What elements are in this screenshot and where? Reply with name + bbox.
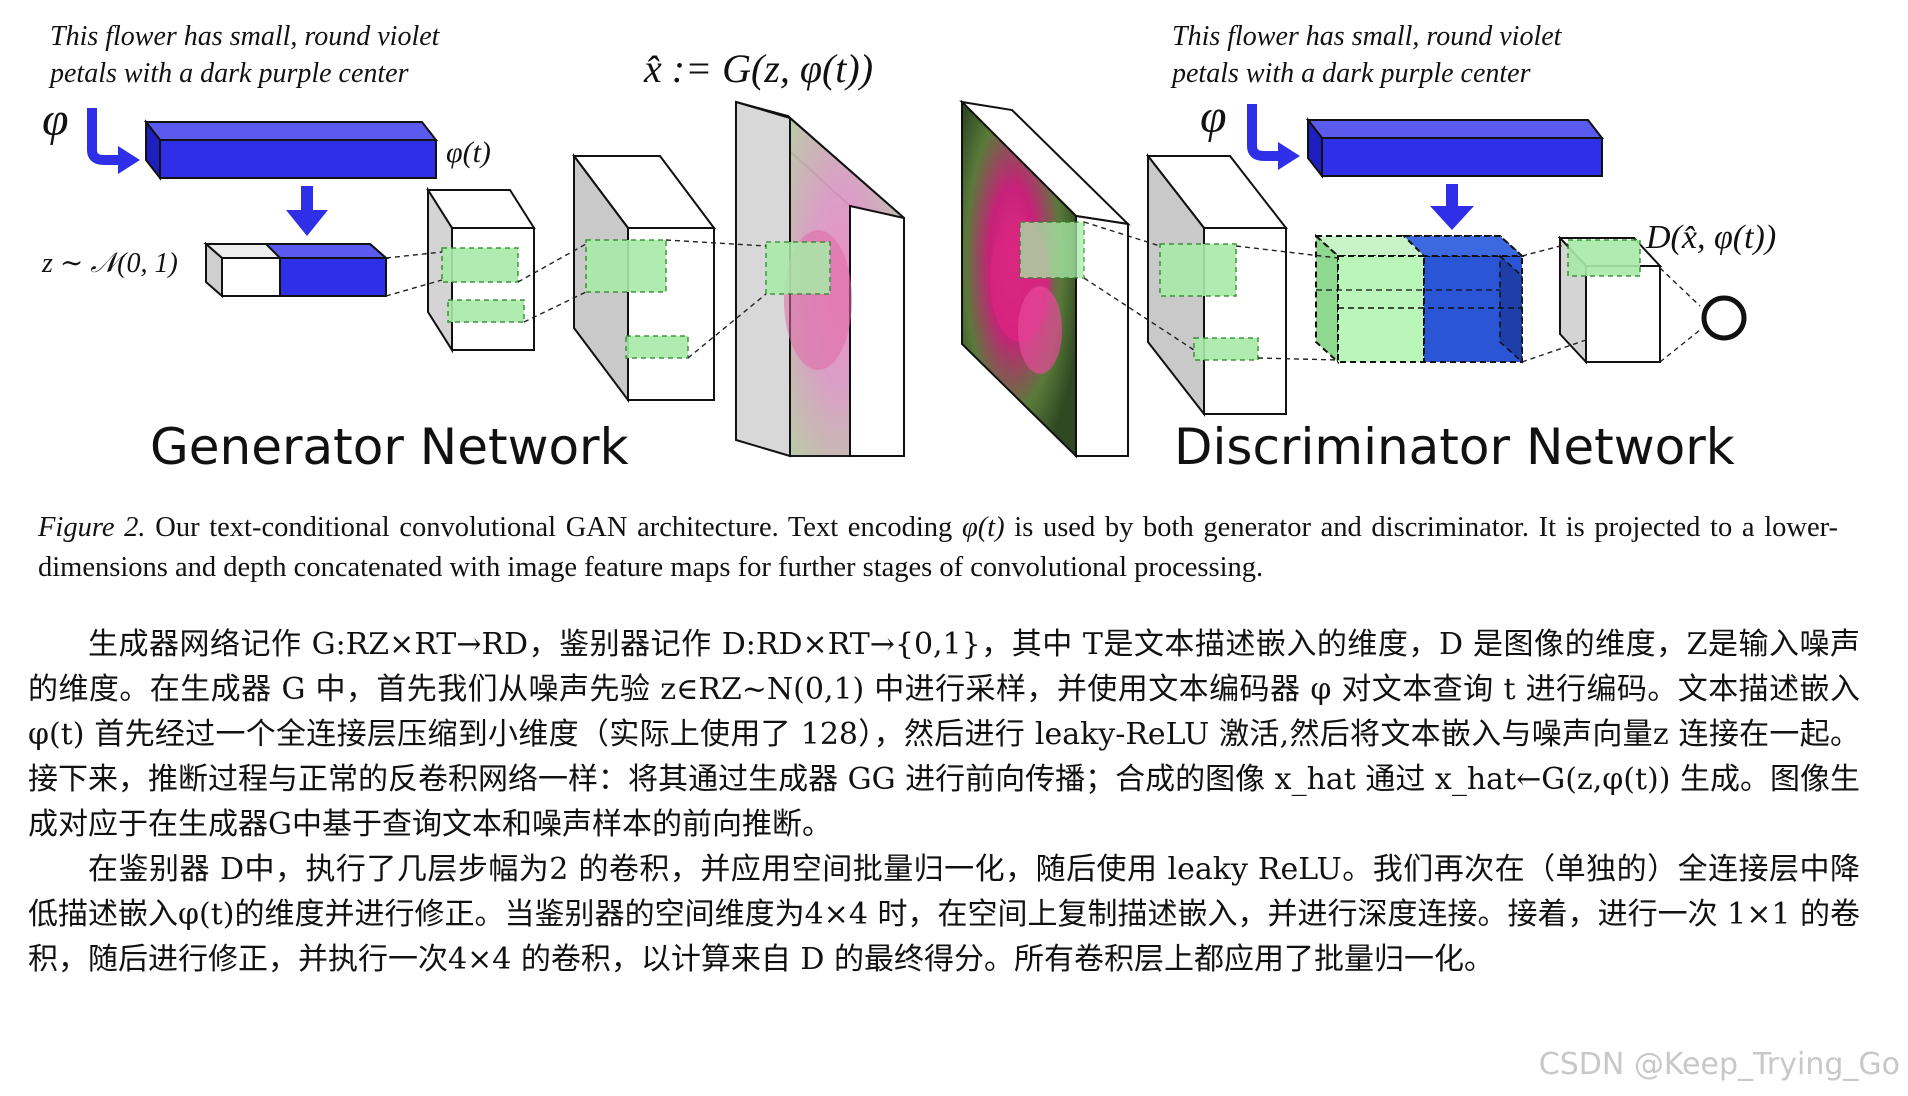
discriminator-text-line2: petals with a dark purple center (1170, 58, 1531, 89)
discriminator-output-label: D(x̂, φ(t)) (1645, 219, 1776, 256)
generator-down-arrow-shaft (301, 186, 313, 212)
body-paragraph-2: 在鉴别器 D中，执行了几层步幅为2 的卷积，并应用空间批量归一化，随后使用 le… (28, 852, 1860, 977)
discriminator-concat-block (1313, 233, 1525, 365)
generated-image-label: x̂ := G(z, φ(t)) (643, 46, 873, 91)
discriminator-text-embedding-bar (1305, 117, 1605, 179)
generator-phi-t-label: φ(t) (446, 136, 491, 169)
figure-caption-part2: is used by both generator and discrimina… (38, 512, 1839, 583)
discriminator-connectors (1083, 221, 1701, 363)
body-paragraph-1: 生成器网络记作 G:RZ×RT→RD，鉴别器记作 D:RD×RT→{0,1}，其… (28, 627, 1860, 842)
generator-concat-bar (203, 241, 389, 299)
discriminator-text-line1: This flower has small, round violet (1172, 21, 1563, 52)
discriminator-input-image (959, 99, 1131, 459)
figure-caption-math: φ(t) (961, 512, 1005, 543)
generator-phi-symbol: φ (42, 93, 69, 146)
discriminator-feature-map-2 (1557, 235, 1663, 365)
generated-image (735, 100, 905, 458)
figure-caption-label: Figure 2. (38, 512, 146, 543)
generator-connectors (385, 239, 767, 359)
discriminator-down-arrow-icon (1430, 206, 1474, 230)
generator-phi-arrow-icon (87, 108, 120, 165)
generator-text-embedding-bar (143, 119, 439, 181)
discriminator-phi-arrow-icon (1247, 104, 1280, 161)
discriminator-feature-map-1 (1145, 153, 1289, 417)
csdn-watermark: CSDN @Keep_Trying_Go (1538, 1047, 1900, 1082)
discriminator-phi-arrow-head-icon (1278, 142, 1300, 170)
figure-caption-part1: Our text-conditional convolutional GAN a… (155, 512, 953, 543)
generator-text-line1: This flower has small, round violet (50, 21, 441, 52)
generator-down-arrow-icon (286, 210, 328, 236)
generator-network-title: Generator Network (150, 418, 629, 476)
generator-feature-map-2 (572, 153, 716, 403)
discriminator-down-arrow-shaft (1446, 184, 1458, 208)
gan-architecture-figure: This flower has small, round violet peta… (41, 21, 1776, 476)
discriminator-output-node (1701, 295, 1747, 341)
discriminator-phi-symbol: φ (1200, 90, 1227, 143)
figure-caption: Figure 2. Our text-conditional convoluti… (38, 508, 1838, 588)
noise-z-label: z ∼ 𝒩(0, 1) (41, 248, 178, 279)
generator-text-line2: petals with a dark purple center (48, 58, 409, 89)
generator-phi-arrow-head-icon (118, 146, 140, 174)
discriminator-network-title: Discriminator Network (1174, 418, 1735, 476)
body-text: 生成器网络记作 G:RZ×RT→RD，鉴别器记作 D:RD×RT→{0,1}，其… (28, 622, 1860, 982)
generator-feature-map-1 (426, 186, 536, 354)
